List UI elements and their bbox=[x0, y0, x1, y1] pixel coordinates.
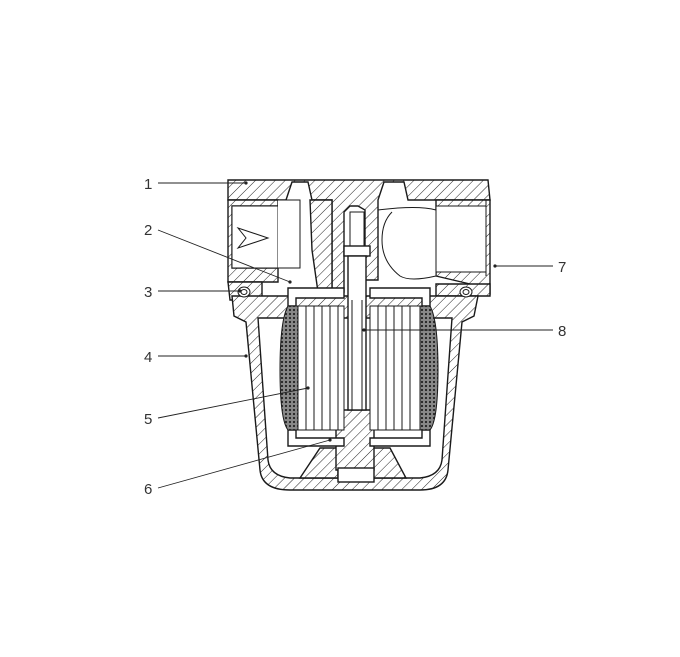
bolt-shaft bbox=[347, 255, 367, 411]
callout-5: 5 bbox=[144, 411, 152, 428]
inner-left-rib bbox=[309, 199, 333, 293]
bottom-end-cap-right bbox=[369, 429, 431, 447]
callout-7: 7 bbox=[558, 259, 566, 276]
head-top-wall bbox=[227, 179, 491, 293]
outlet-bore bbox=[377, 207, 437, 280]
callout-3: 3 bbox=[144, 284, 152, 301]
bolt-nut bbox=[343, 245, 371, 257]
filter-cartridge bbox=[279, 287, 439, 447]
pleats-left bbox=[297, 305, 345, 431]
leader-lines bbox=[157, 181, 553, 489]
flow-arrow-icon bbox=[236, 226, 270, 250]
callout-1: 1 bbox=[144, 176, 152, 193]
bowl-wall bbox=[231, 295, 479, 491]
callout-6: 6 bbox=[144, 481, 152, 498]
filter-bowl bbox=[231, 295, 479, 491]
head-casting bbox=[227, 179, 491, 301]
center-bolt bbox=[337, 211, 375, 483]
mesh-left bbox=[279, 305, 299, 431]
callout-4: 4 bbox=[144, 349, 152, 366]
bolt-head bbox=[337, 467, 375, 483]
mesh-right bbox=[419, 305, 439, 431]
callout-2: 2 bbox=[144, 222, 152, 239]
callout-labels: 1 2 3 4 5 6 7 8 bbox=[144, 176, 566, 498]
callout-8: 8 bbox=[558, 323, 566, 340]
